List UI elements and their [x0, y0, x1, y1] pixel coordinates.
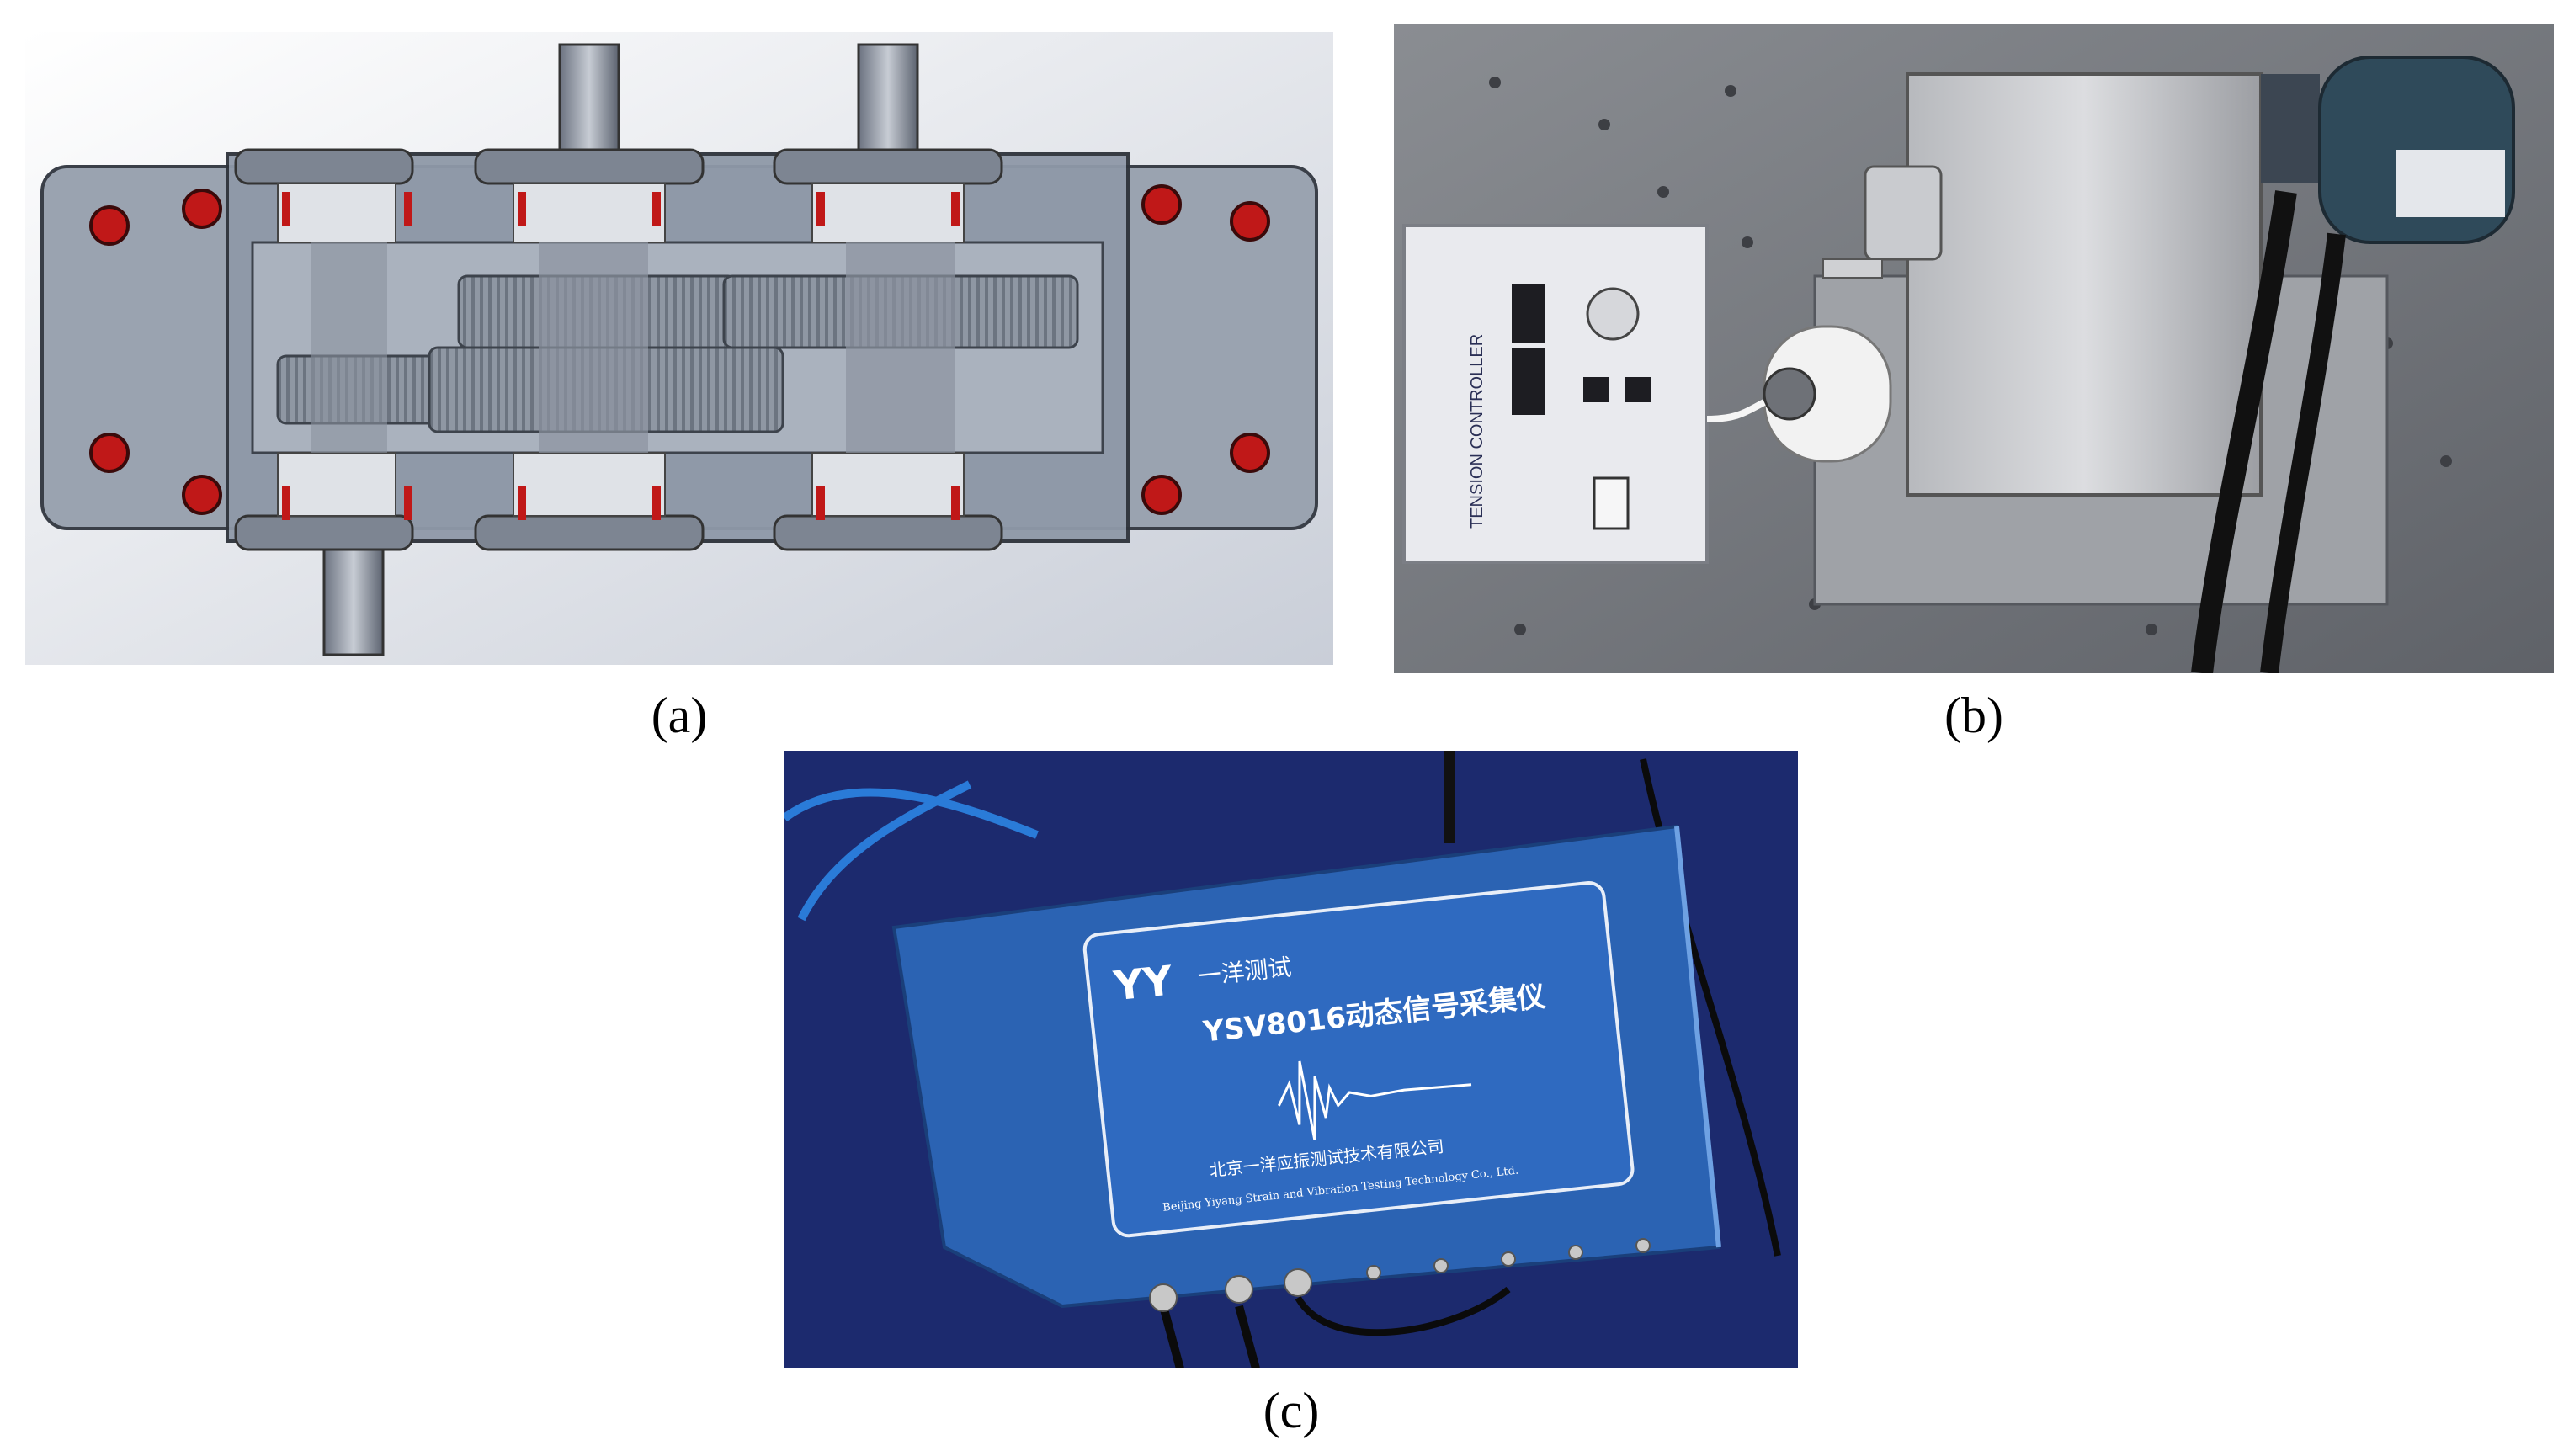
caption-a: (a): [651, 688, 708, 743]
waveform-icon: [1278, 1060, 1472, 1140]
svg-text:YY: YY: [1111, 957, 1176, 1010]
caption-c: (c): [1263, 1383, 1320, 1438]
test-rig-photo-icon: TENSION CONTROLLER: [1394, 24, 2554, 673]
signal-acquisition-device-photo: YY 一洋测试 YSV8016动态信号采集仪 北京一洋应振测试技术有限公司 Be…: [784, 751, 1798, 1368]
gearbox-render-icon: [25, 32, 1333, 665]
signal-acquisition-device-icon: YY 一洋测试 YSV8016动态信号采集仪 北京一洋应振测试技术有限公司 Be…: [784, 751, 1798, 1368]
gearbox-cad-image: [25, 32, 1333, 665]
controller-label: TENSION CONTROLLER: [1468, 334, 1486, 529]
test-rig-photo: TENSION CONTROLLER: [1394, 24, 2554, 673]
caption-b: (b): [1944, 688, 2003, 743]
